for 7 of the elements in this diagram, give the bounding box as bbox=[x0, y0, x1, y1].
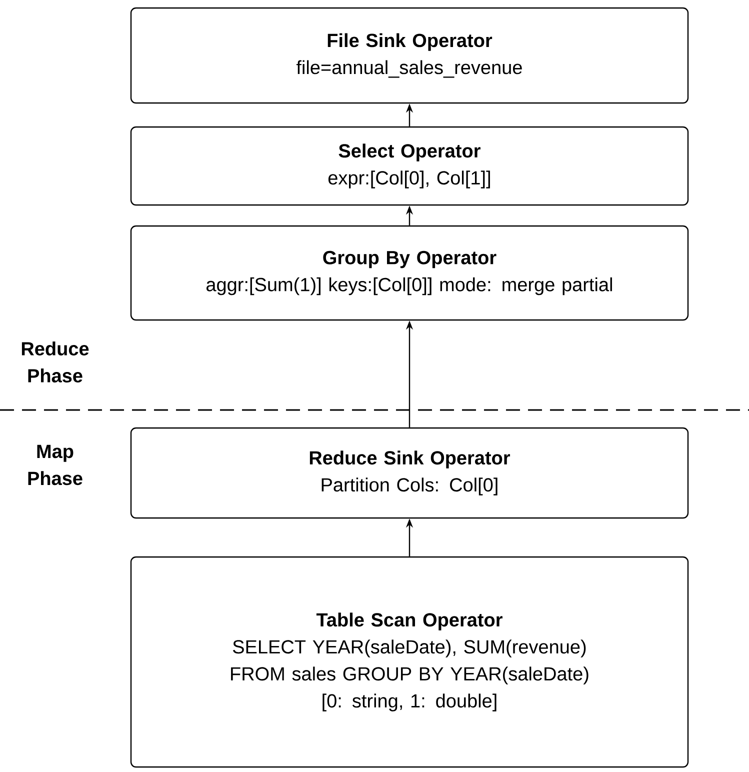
operator-box: File Sink Operator file=annual_sales_revenue bbox=[130, 7, 689, 104]
phase-label: Reduce Phase bbox=[22, 342, 89, 382]
operator-box: Reduce Sink Operator Partition Cols: Col[0] bbox=[130, 427, 689, 519]
operator-box: Group By Operator aggr:[Sum(1)] keys:[Col[0]] mode: merge partial bbox=[130, 225, 689, 321]
operator-box: Select Operator expr:[Col[0], Col[1]] bbox=[130, 126, 689, 206]
phase-label: Map Phase bbox=[28, 444, 82, 486]
operator-box: Table Scan Operator SELECT YEAR(saleDate), SUM(revenue) FROM sales GROUP BY YEAR(saleDate) [0: string, 1: double] bbox=[130, 556, 689, 768]
